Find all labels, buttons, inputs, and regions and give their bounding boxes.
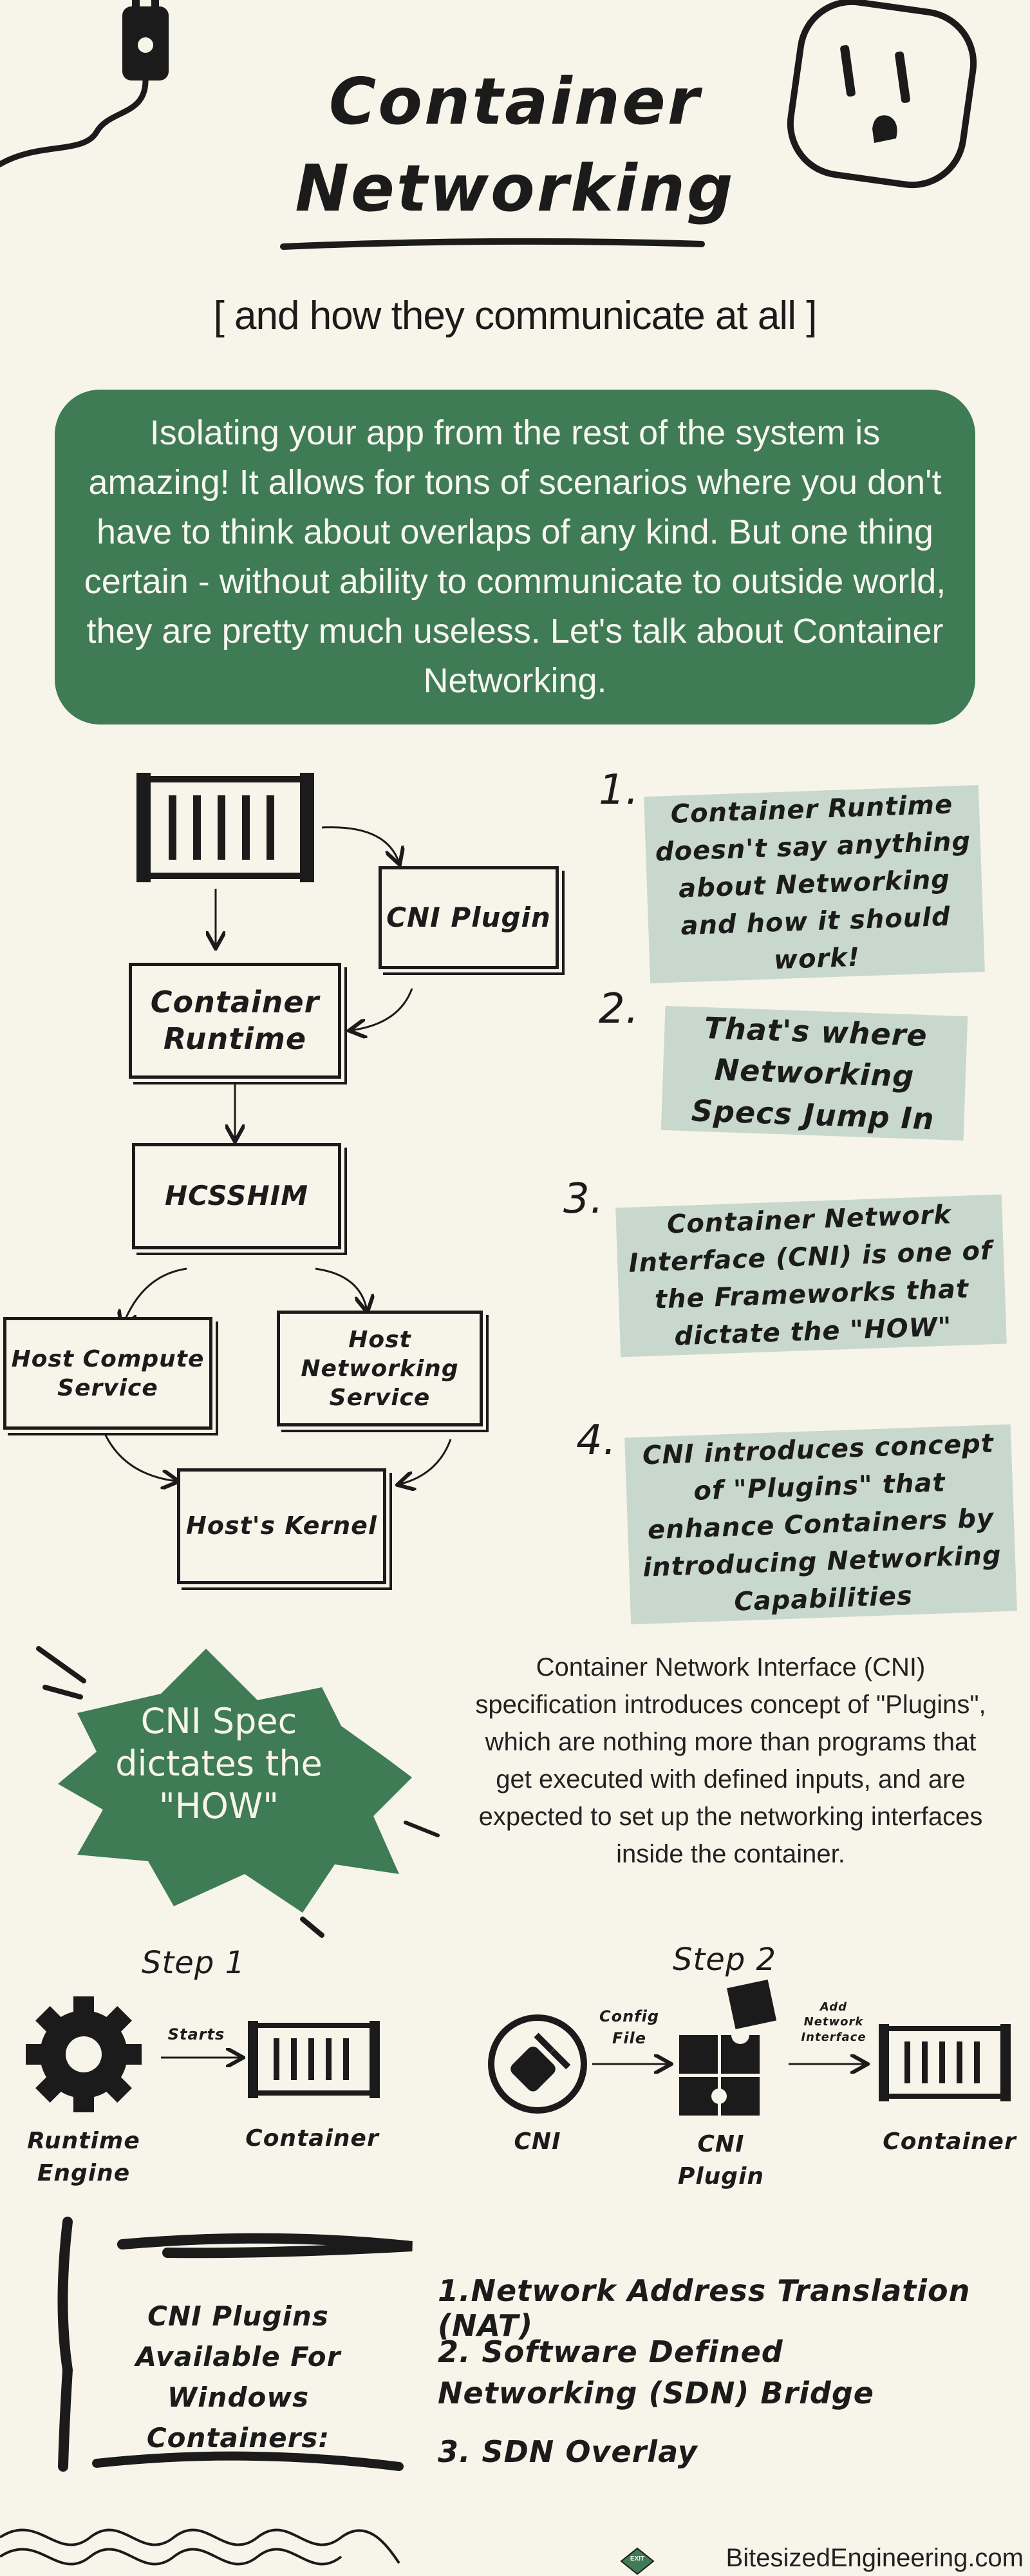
host-networking-service-label: Host Networking Service	[301, 1326, 459, 1411]
container-label-step1: Container	[245, 2125, 379, 2152]
subtitle: [ and how they communicate at all ]	[213, 294, 818, 338]
hcsshim-label: HCSSHIM	[164, 1180, 309, 1212]
container-icon	[136, 773, 314, 882]
container-icon-step1	[248, 2021, 380, 2098]
footer-scribble	[0, 2528, 400, 2566]
page-title-line1: Container	[328, 64, 702, 139]
outlet-icon	[787, 0, 977, 189]
container-runtime-box: Container Runtime	[129, 963, 341, 1079]
cni-plug-icon	[488, 2014, 587, 2114]
plugins-scribbles	[57, 2217, 413, 2472]
container-icon-step2	[879, 2024, 1011, 2101]
container-runtime-label: Container Runtime	[150, 984, 320, 1057]
starts-label: Starts	[167, 2025, 225, 2043]
runtime-engine-label: Runtime Engine	[27, 2128, 140, 2187]
plugin-item-sdn-bridge: 2. Software Defined Networking (SDN) Bri…	[438, 2334, 874, 2411]
step-1-number: 1.	[599, 766, 640, 814]
cni-label: CNI	[514, 2128, 561, 2155]
hosts-kernel-label: Host's Kernel	[186, 1511, 377, 1540]
burst-text: CNI Spec dictates the "HOW"	[115, 1701, 323, 1826]
plugins-heading: CNI Plugins Available For Windows Contai…	[135, 2300, 341, 2454]
step1-title: Step 1	[142, 1945, 246, 1981]
step-2-number: 2.	[599, 985, 640, 1033]
cni-plugin-flow-label: CNI Plugin	[677, 2131, 765, 2190]
step-4-number: 4.	[576, 1417, 617, 1464]
burst-shape	[36, 1646, 440, 1938]
intro-text: Isolating your app from the rest of the …	[84, 413, 946, 700]
intro-panel: Isolating your app from the rest of the …	[55, 390, 975, 724]
puzzle-icon	[679, 1979, 777, 2116]
step-4-text: CNI introduces concept of "Plugins" that…	[624, 1424, 1017, 1625]
gear-icon	[26, 1996, 142, 2112]
step2-title: Step 2	[673, 1942, 777, 1978]
step-3-number: 3.	[563, 1175, 604, 1223]
step-3-text: Container Network Interface (CNI) is one…	[615, 1194, 1007, 1358]
brand-link[interactable]: BitesizedEngineering.com	[726, 2544, 1024, 2572]
step-1-text: Container Runtime doesn't say anything a…	[644, 785, 985, 983]
add-network-interface-label: Add Network Interface	[801, 2000, 866, 2044]
plug-icon	[0, 0, 169, 167]
exit-label: EXIT	[630, 2555, 645, 2562]
plugin-item-sdn-overlay: 3. SDN Overlay	[438, 2434, 698, 2469]
page-title-line2: Networking	[295, 151, 735, 226]
host-networking-service-box: Host Networking Service	[277, 1311, 483, 1426]
cni-plugin-label: CNI Plugin	[386, 901, 551, 933]
host-compute-service-box: Host Compute Service	[3, 1317, 212, 1430]
hcsshim-box: HCSSHIM	[132, 1143, 341, 1249]
flow-diagram	[26, 1979, 1011, 2116]
hosts-kernel-box: Host's Kernel	[177, 1468, 386, 1584]
cni-paragraph: Container Network Interface (CNI) specif…	[475, 1653, 986, 1868]
exit-sign-icon	[620, 2547, 655, 2575]
config-file-label: Config File	[599, 2007, 660, 2047]
container-label-step2: Container	[883, 2128, 1016, 2155]
step-2-text: That's where Networking Specs Jump In	[660, 1005, 968, 1141]
plugin-item-nat: 1.Network Address Translation (NAT)	[438, 2273, 971, 2343]
host-compute-service-label: Host Compute Service	[11, 1345, 205, 1401]
diagram-connectors	[102, 773, 452, 1616]
cni-plugin-box: CNI Plugin	[379, 866, 559, 969]
title-underline	[280, 238, 705, 250]
